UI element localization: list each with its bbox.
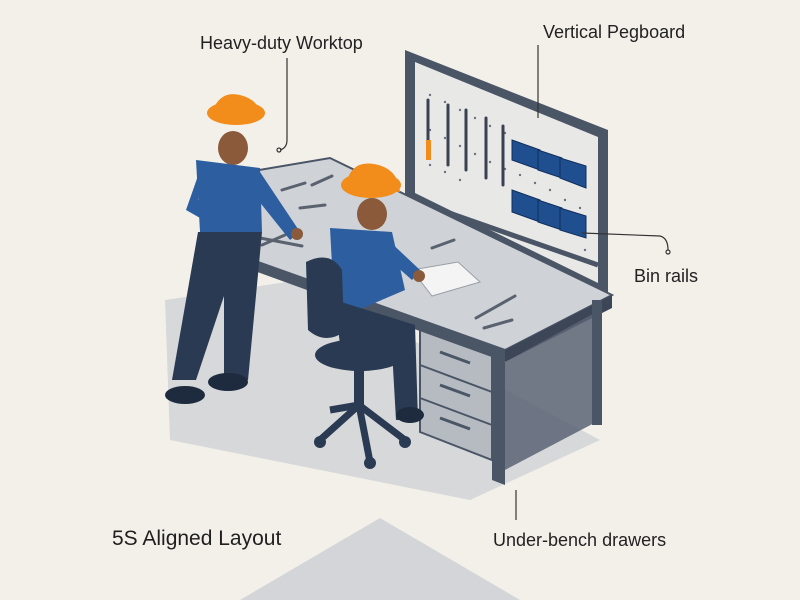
office-chair — [306, 257, 411, 469]
paper-sheet — [411, 261, 481, 297]
blue-bins — [511, 139, 587, 239]
tools-on-worktop — [258, 174, 517, 330]
worktop-label: Heavy-duty Worktop — [200, 33, 363, 53]
leader-lines — [276, 45, 671, 520]
vertical-pegboard — [405, 50, 608, 300]
layout-title: 5S Aligned Layout — [112, 527, 282, 550]
under-bench-drawers — [232, 255, 602, 485]
seated-worker — [330, 163, 425, 423]
standing-worker — [165, 94, 303, 404]
floor-shadow-lower — [240, 518, 520, 600]
bin-rails-label: Bin rails — [634, 266, 699, 286]
drawers-label: Under-bench drawers — [493, 530, 667, 550]
pegboard-label: Vertical Pegboard — [543, 22, 686, 42]
